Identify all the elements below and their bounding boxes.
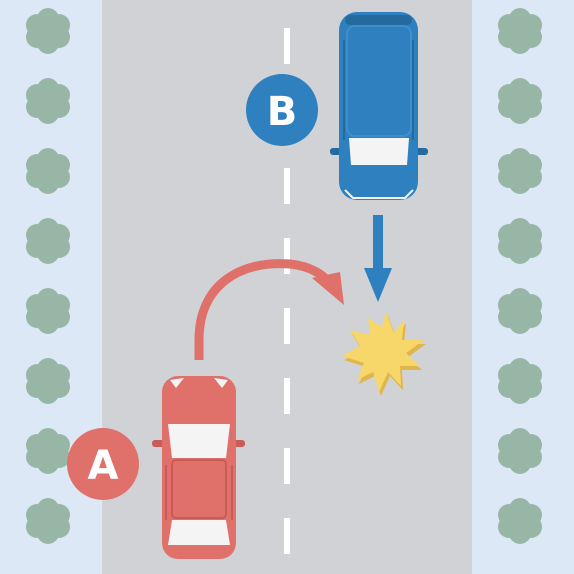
tree-icon xyxy=(498,358,542,404)
tree-icon xyxy=(26,78,70,124)
tree-icon xyxy=(498,498,542,544)
badge-car-a: A xyxy=(67,428,139,500)
tree-icon xyxy=(498,288,542,334)
badge-car-a-label: A xyxy=(88,443,119,489)
lane-dash xyxy=(284,448,290,484)
tree-icon xyxy=(26,428,70,474)
tree-icon xyxy=(26,288,70,334)
tree-icon xyxy=(498,148,542,194)
lane-dash xyxy=(284,308,290,344)
lane-dash xyxy=(284,238,290,274)
tree-icon xyxy=(498,428,542,474)
tree-icon xyxy=(26,8,70,54)
tree-icon xyxy=(26,218,70,264)
right-tree-row xyxy=(498,8,542,544)
tree-icon xyxy=(498,8,542,54)
lane-dash xyxy=(284,518,290,554)
impact-burst-icon xyxy=(342,312,426,396)
tree-icon xyxy=(26,498,70,544)
car-a-windshield xyxy=(168,424,230,458)
car-b xyxy=(330,12,428,200)
left-tree-row xyxy=(26,8,70,544)
lane-dash xyxy=(284,378,290,414)
car-a xyxy=(152,376,245,559)
car-b-windshield xyxy=(349,138,409,165)
lane-dash xyxy=(284,28,290,64)
tree-icon xyxy=(498,218,542,264)
tree-icon xyxy=(26,148,70,194)
u-turn-arrow xyxy=(194,259,344,360)
lane-dash xyxy=(284,168,290,204)
badge-car-b-label: B xyxy=(267,89,298,135)
tree-icon xyxy=(26,358,70,404)
badge-car-b: B xyxy=(246,74,318,146)
straight-down-arrow xyxy=(364,215,392,302)
car-a-rear-window xyxy=(168,520,230,545)
tree-icon xyxy=(498,78,542,124)
